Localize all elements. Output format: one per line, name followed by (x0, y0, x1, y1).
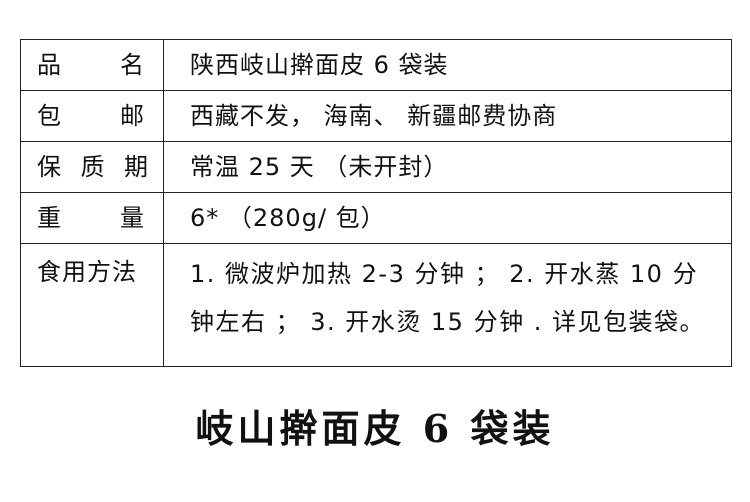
table-row-weight: 重 量 6* （280g/ 包） (20, 192, 732, 244)
footer-title: 岐山擀面皮 6 袋装 (195, 406, 555, 451)
label-cell: 保 质 期 (20, 141, 164, 193)
product-spec-table: 品 名 陕西岐山擀面皮 6 袋装 包 邮 西藏不发， 海南、 新疆邮费协商 保 … (20, 39, 732, 367)
weight-value: 6* （280g/ 包） (163, 192, 732, 244)
label-char: 质 (80, 152, 106, 181)
usage-label: 食用方法 (20, 243, 164, 367)
label-char: 保 (37, 152, 62, 181)
table-row-shelf-life: 保 质 期 常温 25 天 （未开封） (20, 141, 732, 193)
label-cell: 重 量 (20, 192, 164, 244)
label-char: 量 (120, 203, 145, 232)
label-char: 邮 (120, 101, 145, 130)
label-char: 重 (37, 203, 62, 232)
label-char: 包 (37, 101, 62, 130)
label-char: 名 (120, 50, 145, 79)
label-char: 期 (124, 152, 149, 181)
label-char: 品 (37, 50, 62, 79)
label-cell: 包 邮 (20, 90, 164, 142)
table-row-shipping: 包 邮 西藏不发， 海南、 新疆邮费协商 (20, 90, 732, 142)
shipping-value: 西藏不发， 海南、 新疆邮费协商 (163, 90, 732, 142)
table-row-product-name: 品 名 陕西岐山擀面皮 6 袋装 (20, 39, 732, 91)
product-name-value: 陕西岐山擀面皮 6 袋装 (163, 39, 732, 91)
label-cell: 品 名 (20, 39, 164, 91)
shelf-life-value: 常温 25 天 （未开封） (163, 141, 732, 193)
usage-value: 1. 微波炉加热 2-3 分钟 ； 2. 开水蒸 10 分钟左右 ； 3. 开水… (163, 243, 732, 367)
table-row-usage: 食用方法 1. 微波炉加热 2-3 分钟 ； 2. 开水蒸 10 分钟左右 ； … (20, 243, 732, 367)
